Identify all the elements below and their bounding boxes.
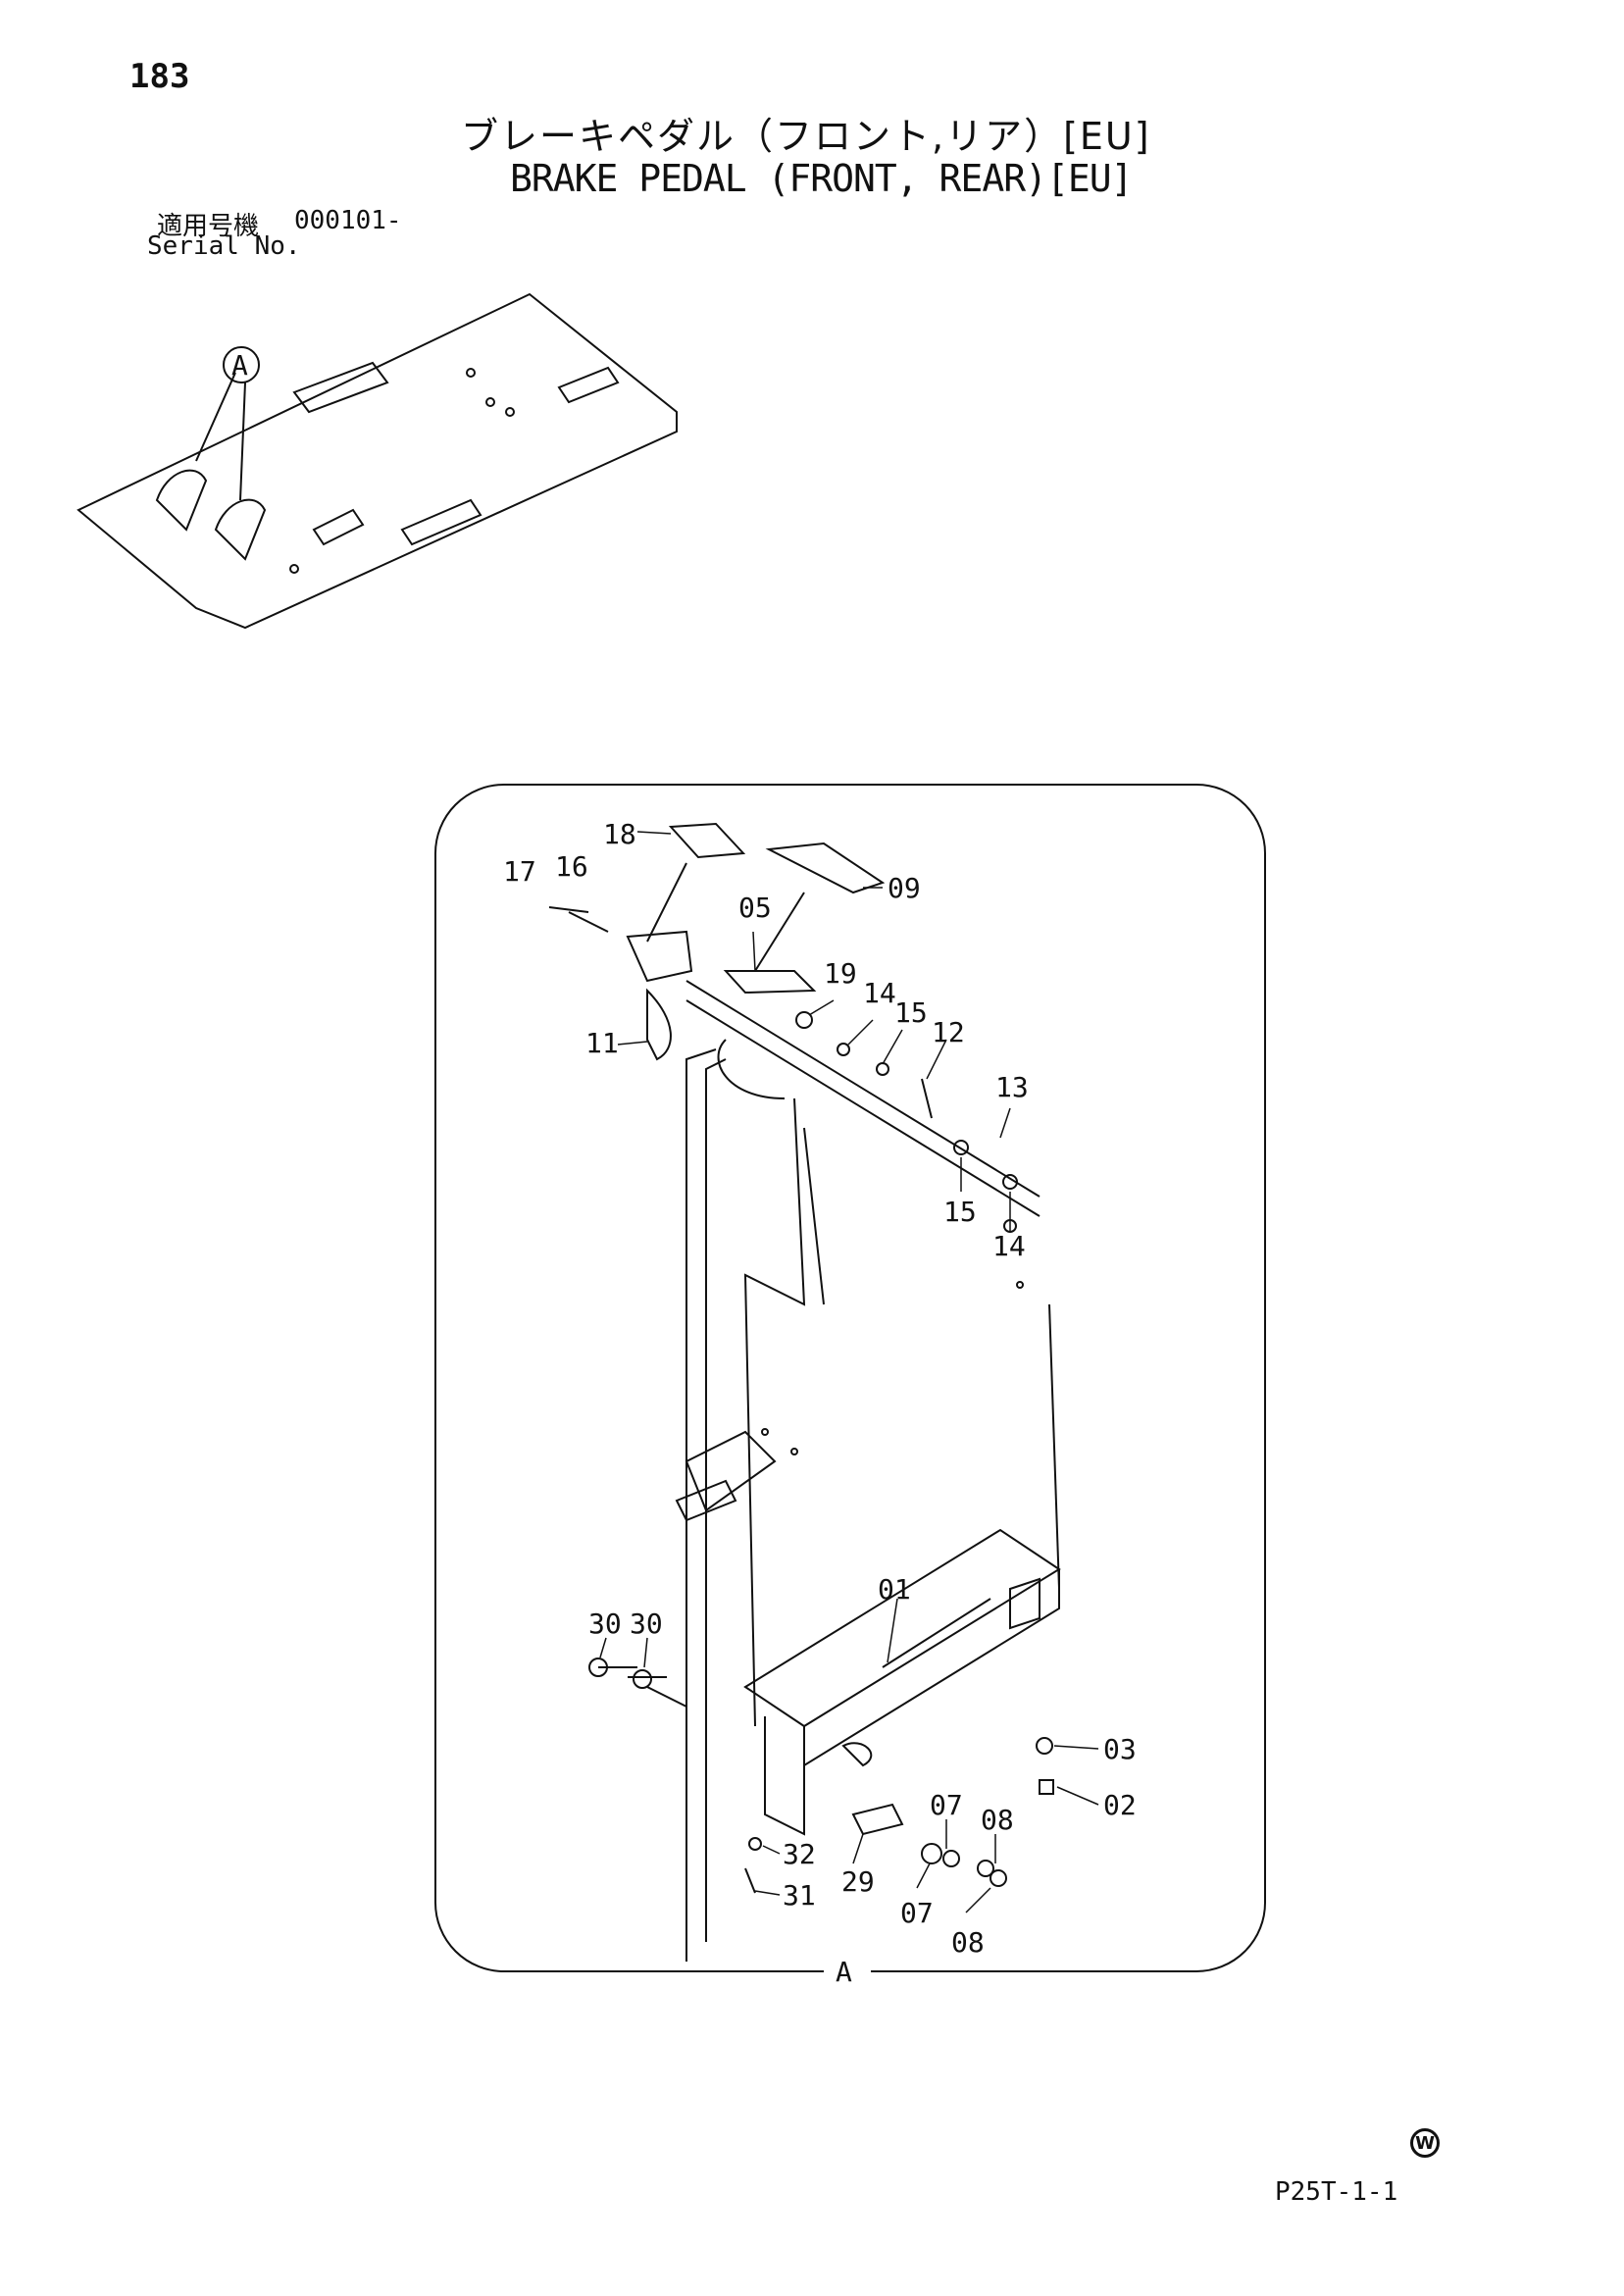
part-label: 19: [824, 957, 857, 990]
part-label: 11: [585, 1027, 619, 1059]
title-english: BRAKE PEDAL (FRONT, REAR)[EU]: [510, 157, 1133, 200]
part-label: 05: [738, 892, 772, 924]
serial-value: 000101-: [294, 206, 402, 235]
part-label: 08: [951, 1926, 985, 1959]
part-label: 01: [878, 1573, 911, 1606]
part-label: 32: [783, 1838, 816, 1870]
serial-label-japanese: 適用号機: [157, 212, 260, 241]
page-code: P25T-1-1: [1275, 2177, 1398, 2207]
part-label: 07: [930, 1789, 963, 1821]
floor-plate-overview: [76, 292, 678, 630]
part-label: 14: [863, 977, 896, 1009]
part-label: 15: [943, 1196, 977, 1228]
part-label: 16: [555, 850, 588, 883]
part-label: 17: [503, 855, 536, 888]
pedal-parts: [548, 822, 1040, 1233]
part-label: 07: [900, 1897, 934, 1929]
callout-letter: A: [231, 349, 248, 382]
leader-lines: [599, 831, 1099, 1913]
cables: [675, 1048, 1060, 1962]
title-japanese: ブレーキペダル（フロント,リア）[EU]: [461, 115, 1151, 158]
part-label: 02: [1103, 1789, 1137, 1821]
part-label: 08: [981, 1804, 1014, 1836]
bracket-assembly: [588, 1528, 1061, 1894]
part-label: 31: [783, 1879, 816, 1912]
part-label: 14: [992, 1230, 1026, 1262]
part-label: 09: [888, 872, 921, 904]
part-label: 15: [894, 996, 928, 1029]
serial-label-english: Serial No.: [147, 231, 301, 261]
part-labels: 18 09 17 16 05 19 14 15 12 11 13 15 14 0…: [503, 818, 1137, 1959]
part-label: 30: [588, 1607, 622, 1640]
part-label: 03: [1103, 1733, 1137, 1765]
part-label: 18: [603, 818, 636, 850]
page-number: 183: [129, 57, 190, 96]
w-mark-icon: W: [1410, 2128, 1440, 2158]
callout-circle: [223, 346, 260, 383]
part-label: 29: [841, 1865, 875, 1898]
part-label: 13: [995, 1071, 1029, 1103]
view-label-a: A: [785, 1956, 912, 1988]
view-label: A: [836, 1956, 852, 1988]
part-label: 30: [630, 1607, 663, 1640]
part-label: 12: [932, 1016, 965, 1048]
